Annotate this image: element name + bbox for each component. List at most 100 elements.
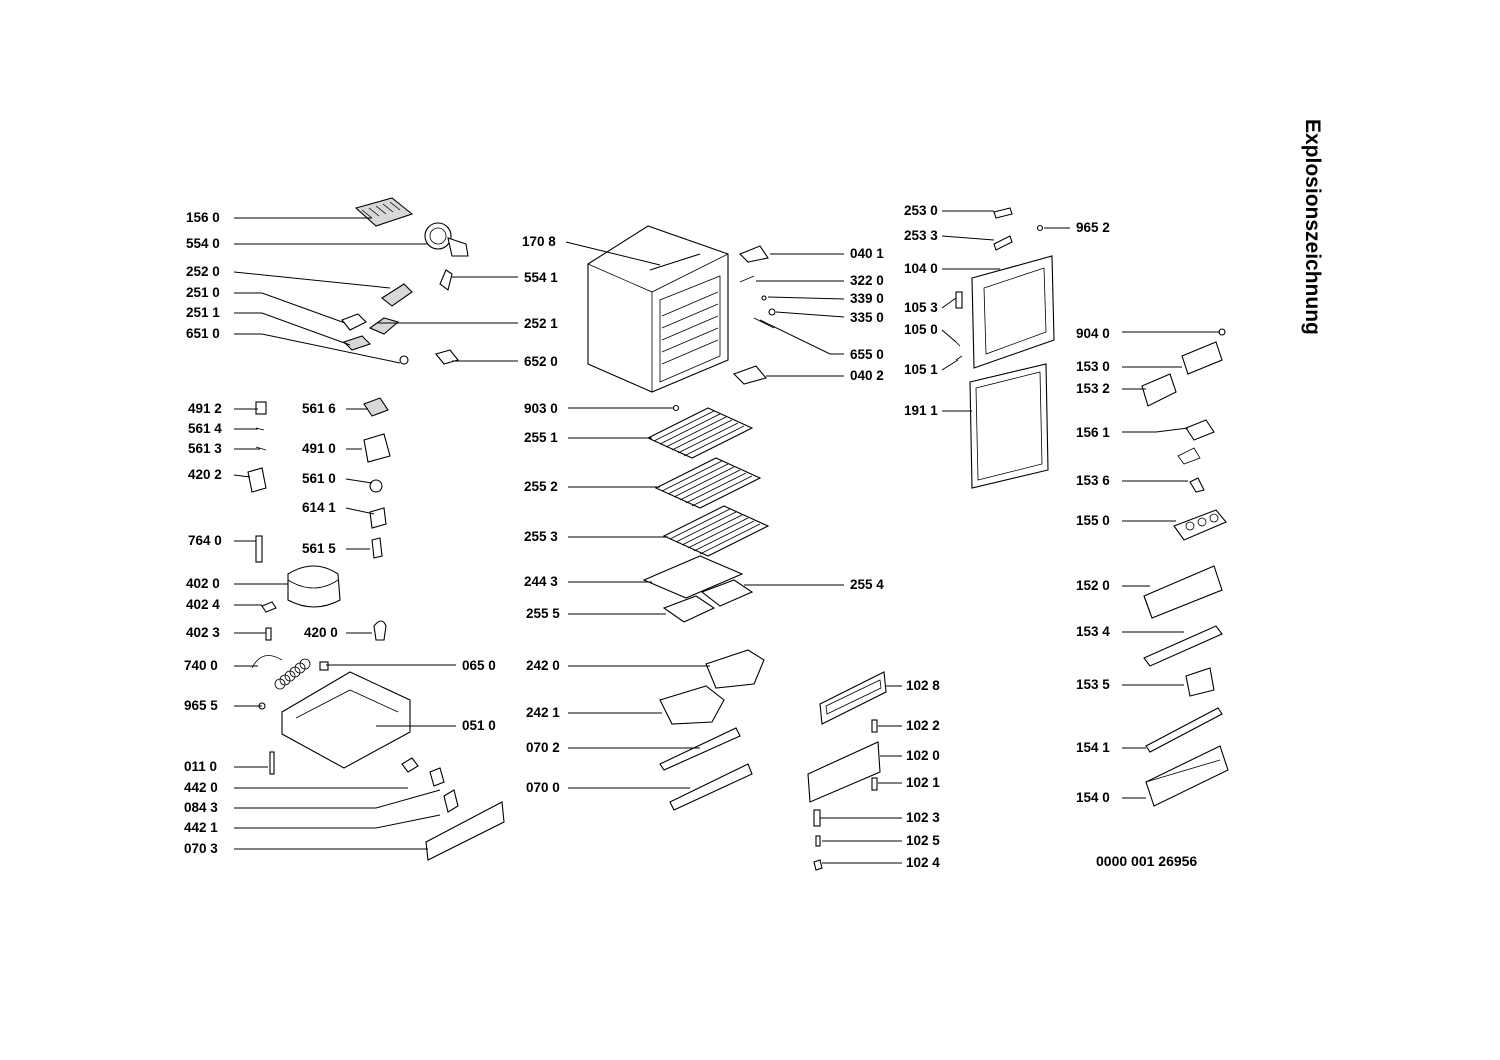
light-housing-2521-drawing (368, 317, 400, 335)
part-label-2552: 255 2 (524, 479, 558, 494)
bottle-holder-1535-drawing (1185, 667, 1215, 697)
handle-2533-drawing (993, 235, 1013, 251)
grommet-4024-drawing (261, 601, 277, 613)
strip-0700-drawing (669, 763, 753, 811)
part-label-2420: 242 0 (526, 658, 560, 673)
hinge-0402-drawing (733, 365, 767, 385)
pin-1021-drawing (871, 777, 878, 791)
part-label-9652: 965 2 (1076, 220, 1110, 235)
clip-4912-drawing (255, 401, 267, 415)
shelf-2553-drawing (662, 505, 770, 557)
bracket-0843-drawing (429, 767, 445, 787)
part-label-2511: 251 1 (186, 305, 220, 320)
door-bin-1540-drawing (1145, 745, 1229, 807)
leader-line-2510 (234, 292, 346, 324)
clip-0650-drawing (319, 661, 329, 671)
leader-line-2520 (233, 271, 391, 289)
part-label-0650: 065 0 (462, 658, 496, 673)
leader-line-3350 (775, 311, 845, 318)
leader-line-1050 (941, 329, 957, 343)
part-label-0843: 084 3 (184, 800, 218, 815)
butter-lid-1530-drawing (1181, 341, 1223, 375)
terminal-4421-drawing (443, 789, 459, 813)
drawer-2421-drawing (659, 685, 725, 725)
cabinet-drawing (587, 225, 729, 393)
drawer-2420-drawing (705, 649, 765, 689)
part-label-7400: 740 0 (184, 658, 218, 673)
part-label-1020: 102 0 (906, 748, 940, 763)
pin-1051-drawing (955, 355, 963, 361)
part-label-6141: 614 1 (302, 500, 336, 515)
part-label-5540: 554 0 (186, 236, 220, 251)
switch-4420-drawing (401, 757, 419, 773)
glass-plate-2443-drawing (642, 555, 744, 599)
leader-line-0843 (234, 789, 441, 809)
part-label-1028: 102 8 (906, 678, 940, 693)
part-label-1050: 105 0 (904, 322, 938, 337)
part-label-0510: 051 0 (462, 718, 496, 733)
fan-ring-drawing (424, 222, 469, 257)
part-label-4202: 420 2 (188, 467, 222, 482)
pin-1025-drawing (815, 835, 821, 847)
clip-1536-drawing (1189, 477, 1205, 493)
part-label-1053: 105 3 (904, 300, 938, 315)
part-label-2443: 244 3 (524, 574, 558, 589)
part-label-5615: 561 5 (302, 541, 336, 556)
bracket-1023-drawing (813, 809, 821, 827)
part-label-6550: 655 0 (850, 347, 884, 362)
light-cover-drawing (341, 313, 367, 331)
screw-5613-drawing (255, 446, 267, 451)
bracket-4202-drawing (247, 467, 267, 493)
base-tray-drawing (281, 671, 411, 769)
part-label-4024: 402 4 (186, 597, 220, 612)
rail-1534-drawing (1143, 625, 1223, 667)
part-label-2520: 252 0 (186, 264, 220, 279)
leader-line-4202 (233, 474, 251, 478)
part-label-2421: 242 1 (526, 705, 560, 720)
cable-4200-drawing (373, 620, 387, 641)
part-label-1021: 102 1 (906, 775, 940, 790)
crisper-2555-drawing (662, 595, 716, 623)
part-label-1535: 153 5 (1076, 677, 1110, 692)
part-label-1024: 102 4 (906, 855, 940, 870)
part-label-4910: 491 0 (302, 441, 336, 456)
part-label-5610: 561 0 (302, 471, 336, 486)
part-label-1534: 153 4 (1076, 624, 1110, 639)
bracket-5541-drawing (439, 269, 453, 291)
part-label-5613: 561 3 (188, 441, 222, 456)
handle-2530-drawing (993, 207, 1013, 219)
part-label-9030: 903 0 (524, 401, 558, 416)
compressor-drawing (287, 565, 341, 608)
part-label-1541: 154 1 (1076, 740, 1110, 755)
part-label-0702: 070 2 (526, 740, 560, 755)
rail-1541-drawing (1145, 707, 1223, 753)
butter-lid-1532-drawing (1141, 373, 1177, 407)
screw-9652-drawing (1036, 224, 1044, 232)
leader-line-2533 (941, 235, 995, 241)
leader-line-1561 (1122, 427, 1189, 433)
part-label-9040: 904 0 (1076, 326, 1110, 341)
freezer-door-1020-drawing (807, 741, 881, 803)
leader-line-6141 (345, 507, 375, 515)
part-label-6510: 651 0 (186, 326, 220, 341)
part-label-4421: 442 1 (184, 820, 218, 835)
clip-4023-drawing (265, 627, 272, 641)
door-shelf-1520-drawing (1143, 565, 1223, 619)
part-drawings (247, 197, 1229, 871)
cover-4910-drawing (363, 433, 391, 463)
egg-rack-1561-drawing (1177, 419, 1215, 465)
lamp-holder-drawing (342, 335, 372, 351)
ice-tray-drawing (354, 197, 414, 227)
part-label-1536: 153 6 (1076, 473, 1110, 488)
pin-3350-drawing (768, 308, 776, 316)
part-label-2553: 255 3 (524, 529, 558, 544)
part-label-2510: 251 0 (186, 285, 220, 300)
part-label-1025: 102 5 (906, 833, 940, 848)
cap-1024-drawing (813, 859, 823, 871)
document-number: 0000 001 26956 (1096, 853, 1198, 869)
part-label-1540: 154 0 (1076, 790, 1110, 805)
part-label-4023: 402 3 (186, 625, 220, 640)
part-label-4912: 491 2 (188, 401, 222, 416)
strip-0702-drawing (659, 727, 741, 771)
